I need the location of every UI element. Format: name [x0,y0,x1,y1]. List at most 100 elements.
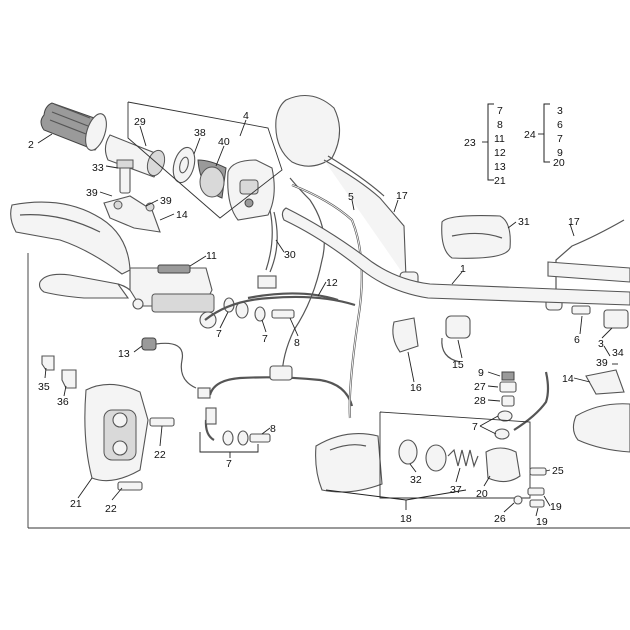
label-part-25: 25 [552,465,564,477]
left-mirror [275,94,419,291]
label-part-36: 36 [57,396,69,408]
adjuster-28 [501,395,515,407]
label-part-18: 18 [400,513,412,525]
label-part-19-upper: 19 [550,501,562,513]
label-part-14-left: 14 [176,209,188,221]
label-part-33: 33 [92,162,104,174]
left-clamp [103,195,161,233]
label-part-6: 6 [574,334,580,346]
spring-37 [447,448,479,468]
label-part-3: 3 [598,338,604,350]
right-switch-15 [441,315,471,363]
washers-7-right [494,410,513,440]
brake-master-cylinder [129,264,217,329]
adjuster-27 [499,381,517,393]
label-part-22-lower: 22 [105,503,117,515]
right-clamp [571,305,629,329]
label-kit-23: 23 [464,137,476,149]
kit-23-item: 8 [497,119,503,131]
label-part-8-upper: 8 [294,337,300,349]
right-switch-16 [392,317,419,353]
label-part-13: 13 [118,348,130,360]
kit-24-item: 3 [557,105,563,117]
kit-24-bracket [538,103,550,163]
kit-24-item: 6 [557,119,563,131]
part-labels: 2 29 38 40 4 33 39 39 14 11 13 35 36 21 … [28,105,624,528]
washer-7-mid [235,301,266,322]
label-part-2: 2 [28,139,34,151]
kit-23-item: 7 [497,105,503,117]
label-part-21: 21 [70,498,82,510]
throttle-sleeve [104,134,166,178]
kit-24-item: 7 [557,133,563,145]
label-part-7-right: 7 [472,421,478,433]
label-part-27: 27 [474,381,486,393]
washer [172,146,196,184]
kit-23-item: 13 [494,161,506,173]
label-part-26: 26 [494,513,506,525]
label-part-1: 1 [460,263,466,275]
label-part-30: 30 [284,249,296,261]
kit-box-18 [379,411,531,499]
kit-bag [315,433,383,493]
label-part-7-upper-left: 7 [216,328,222,340]
label-part-28: 28 [474,395,486,407]
label-part-17-right: 17 [568,216,580,228]
label-part-15: 15 [452,359,464,371]
kit-24-item: 20 [553,157,565,169]
label-part-17-left: 17 [396,190,408,202]
label-part-39-right: 39 [596,357,608,369]
kit-23-item: 21 [494,175,506,187]
banjo-bolt [271,309,295,319]
bolt [116,159,134,194]
piston-32 [398,439,447,472]
label-part-31: 31 [518,216,530,228]
label-part-22-upper: 22 [154,449,166,461]
label-part-37: 37 [450,484,462,496]
screw-19 [527,487,545,508]
left-switch [227,159,275,221]
kit-23-item: 12 [494,147,506,159]
caliper-bolt-lower [117,481,143,491]
label-part-11: 11 [206,250,217,262]
handlebar [281,207,630,306]
label-part-12: 12 [326,277,338,289]
label-part-16: 16 [410,382,422,394]
clutch-body-20 [485,447,521,483]
label-part-7-lower: 7 [226,458,232,470]
label-part-35: 35 [38,381,50,393]
label-part-20: 20 [476,488,488,500]
leader-lines [37,119,618,517]
brake-caliper [84,383,149,482]
kit-24-item: 9 [557,147,563,159]
clip-36 [61,369,77,389]
label-part-39-left: 39 [86,187,98,199]
clip-35 [41,355,55,371]
label-kit-24: 24 [524,129,536,141]
caliper-bolt-upper [149,417,175,427]
label-part-7-upper-mid: 7 [262,333,268,345]
label-part-34: 34 [612,347,624,359]
label-part-19-lower: 19 [536,516,548,528]
label-part-40: 40 [218,136,230,148]
left-grip [40,102,107,151]
label-part-29: 29 [134,116,146,128]
kit-23-item: 11 [494,133,505,145]
label-part-4: 4 [243,110,249,122]
handlebar-pad [441,215,511,259]
washer-7-lower [222,430,271,446]
kit-23-bracket [482,103,494,181]
label-part-32: 32 [410,474,422,486]
label-part-39-mid: 39 [160,195,172,207]
adjuster-9 [501,371,515,381]
throttle-housing [197,159,227,199]
label-part-8-lower: 8 [270,423,276,435]
screw-25 [529,467,547,476]
hose-clip [141,337,197,389]
label-part-14-right: 14 [562,373,574,385]
label-part-38: 38 [194,127,206,139]
brake-lever [38,273,139,301]
wiring-harness [257,177,325,381]
label-part-5: 5 [348,191,354,203]
washer-26 [513,495,523,505]
